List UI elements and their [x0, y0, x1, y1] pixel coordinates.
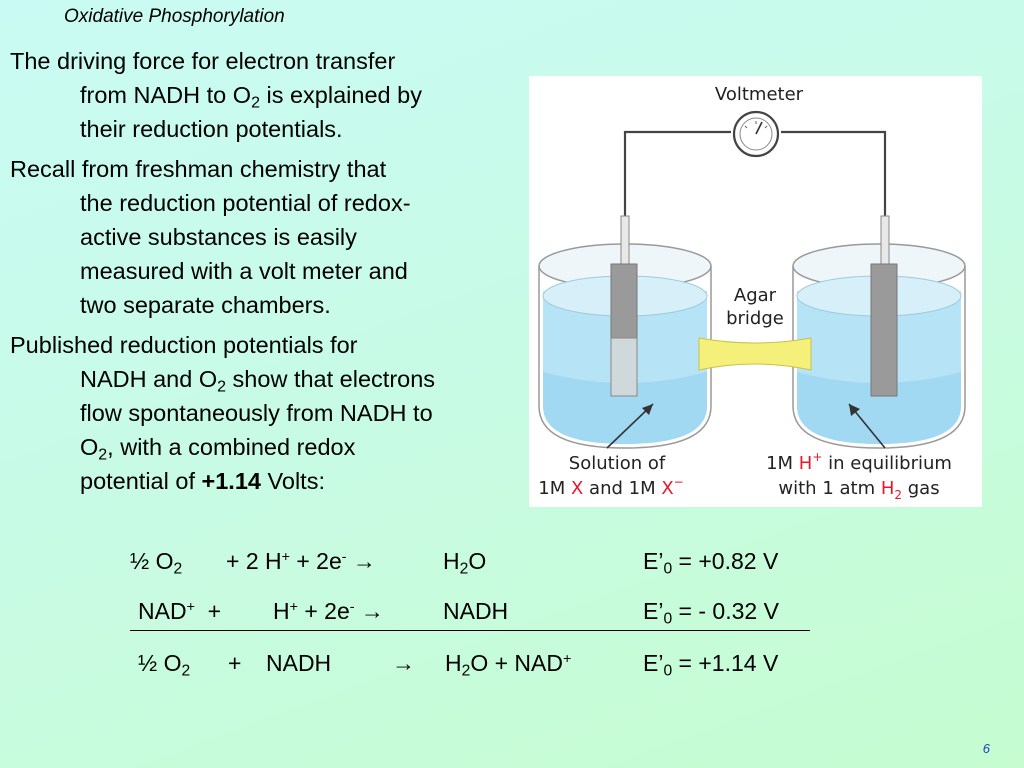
bullet-text: Published reduction potentials for	[10, 332, 358, 358]
eq-term: ½ O2	[138, 650, 191, 680]
equation-net-reaction: ½ O2 + NADH → H2O + NAD+ E’0 = +1.14 V	[0, 650, 1024, 684]
slide-title: Oxidative Phosphorylation	[64, 6, 285, 27]
bullet-text: Recall from freshman chemistry that	[10, 156, 387, 182]
right-caption-line1: 1M H+ in equilibrium	[766, 450, 952, 474]
left-caption-line1: Solution of	[569, 453, 666, 474]
eq-term: + 2 H+ + 2e- →	[226, 548, 376, 574]
bullet-text: NADH and O2 show that electrons	[80, 366, 436, 396]
bullet-text: measured with a volt meter and	[80, 258, 408, 284]
right-caption-line2: with 1 atm H2 gas	[778, 478, 939, 502]
voltmeter-label: Voltmeter	[715, 84, 804, 105]
eq-term: NADH	[266, 650, 332, 676]
electrochemical-cell-figure: Voltmeter Agar bridge	[529, 76, 982, 507]
eq-term: ½ O2	[130, 548, 183, 578]
bullet-recall: Recall from freshman chemistry that the …	[10, 152, 520, 322]
wire-left	[623, 130, 731, 241]
eq-plus: +	[228, 650, 242, 676]
wire-right	[781, 130, 887, 241]
bullet-list: The driving force for electron transfer …	[10, 44, 520, 504]
left-electrode	[610, 215, 638, 397]
agar-bridge	[698, 337, 812, 371]
equation-oxygen-reduction: ½ O2 + 2 H+ + 2e- → H2O E’0 = +0.82 V	[0, 548, 1024, 582]
bullet-text: O2, with a combined redox	[80, 434, 356, 464]
equation-nad-reduction: NAD+ + H+ + 2e- → NADH E’0 = - 0.32 V	[0, 598, 1024, 632]
left-pointer-arrow	[606, 403, 654, 449]
eq-product: NADH	[443, 598, 509, 624]
bullet-text: two separate chambers.	[80, 292, 331, 318]
combined-potential-value: +1.14	[201, 468, 261, 494]
bullet-driving-force: The driving force for electron transfer …	[10, 44, 520, 146]
bullet-text: from NADH to O2 is explained by	[80, 82, 422, 112]
bullet-text: the reduction potential of redox-	[80, 190, 411, 216]
cell-diagram: Voltmeter Agar bridge	[538, 84, 966, 502]
bullet-text: potential of +1.14 Volts:	[80, 468, 325, 494]
page-number: 6	[982, 741, 990, 756]
eq-arrow: →	[392, 650, 415, 676]
equation-divider	[130, 630, 810, 631]
left-caption-line2: 1M X and 1M X−	[538, 475, 683, 499]
bullet-published: Published reduction potentials for NADH …	[10, 328, 520, 498]
bridge-label-2: bridge	[726, 308, 784, 329]
eq-term: H+ + 2e- →	[273, 598, 384, 624]
eq-term: NAD+ +	[138, 598, 222, 624]
right-electrode	[870, 215, 898, 397]
voltmeter-icon	[732, 110, 780, 158]
bullet-text: their reduction potentials.	[80, 116, 343, 142]
bridge-label-1: Agar	[734, 285, 777, 306]
bullet-text: The driving force for electron transfer	[10, 48, 396, 74]
bullet-text: active substances is easily	[80, 224, 357, 250]
eq-product: H2O	[443, 548, 487, 578]
eq-potential: E’0 = +1.14 V	[643, 650, 779, 680]
eq-product: H2O + NAD+	[445, 650, 572, 680]
eq-potential: E’0 = +0.82 V	[643, 548, 779, 578]
right-pointer-arrow	[848, 403, 886, 449]
eq-potential: E’0 = - 0.32 V	[643, 598, 779, 628]
bullet-text: flow spontaneously from NADH to	[80, 400, 433, 426]
